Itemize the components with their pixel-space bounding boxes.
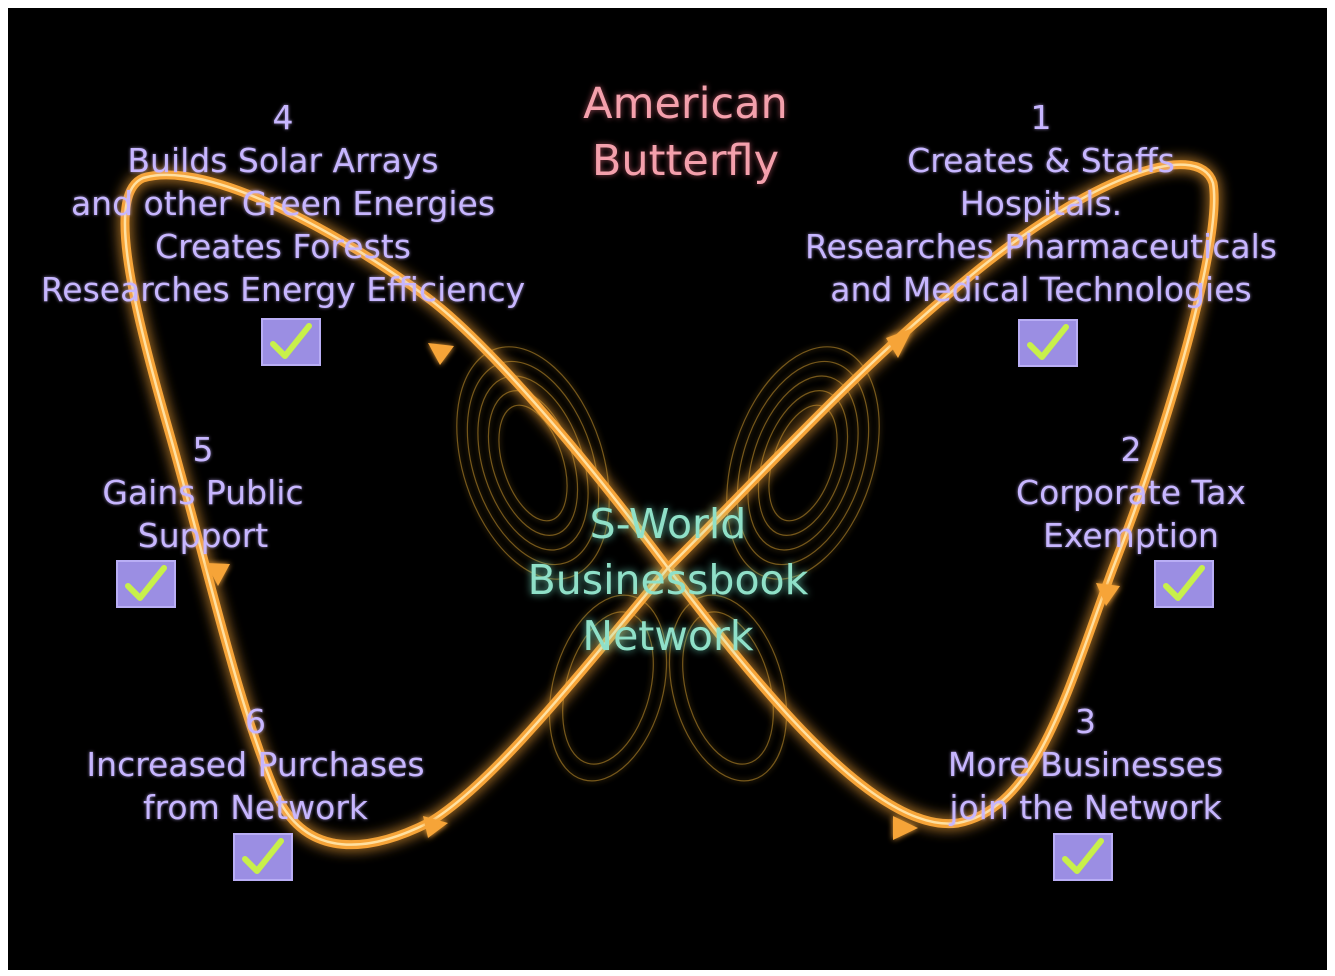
step-line: Support (137, 516, 269, 555)
title-line-1: American (583, 79, 788, 129)
step-2: 2 Corporate Tax Exemption (998, 428, 1264, 557)
step-number: 2 (1120, 430, 1142, 469)
step-line: Exemption (1043, 516, 1219, 555)
checkbox (116, 560, 176, 608)
checkmark-icon (125, 565, 167, 601)
step-1: 1 Creates & Staffs Hospitals. Researches… (783, 96, 1299, 311)
checkmark-icon (1062, 838, 1104, 874)
center-line-1: S-World (589, 500, 747, 548)
center-line-3: Network (582, 612, 754, 660)
checkbox (261, 318, 321, 366)
step-line: join the Network (949, 788, 1222, 827)
title-line-2: Butterfly (591, 136, 780, 186)
step-number: 1 (1030, 98, 1052, 137)
step-number: 6 (245, 702, 266, 741)
step-line: More Businesses (947, 745, 1224, 784)
center-line-2: Businessbook (527, 556, 809, 604)
step-line: Creates Forests (155, 227, 411, 266)
step-6: 6 Increased Purchases from Network (63, 700, 448, 829)
checkbox (233, 833, 293, 881)
checkbox (1053, 833, 1113, 881)
step-line: Creates & Staffs (907, 141, 1175, 180)
step-number: 5 (192, 430, 214, 469)
figure-eight-loop (120, 160, 1219, 850)
step-line: Builds Solar Arrays (127, 141, 439, 180)
step-number: 3 (1075, 702, 1096, 741)
step-number: 4 (272, 98, 294, 137)
step-line: Researches Energy Efficiency (40, 270, 526, 309)
step-line: Increased Purchases (86, 745, 425, 784)
checkmark-icon (242, 838, 284, 874)
step-line: and other Green Energies (70, 184, 496, 223)
step-line: and Medical Technologies (830, 270, 1252, 309)
checkbox (1018, 319, 1078, 367)
step-5: 5 Gains Public Support (68, 428, 338, 557)
network-label: S-World Businessbook Network (488, 496, 848, 664)
step-line: Hospitals. (959, 184, 1123, 223)
checkmark-icon (270, 323, 312, 359)
checkbox (1154, 560, 1214, 608)
step-3: 3 More Businesses join the Network (928, 700, 1243, 829)
step-line: Researches Pharmaceuticals (805, 227, 1277, 266)
checkmark-icon (1163, 565, 1205, 601)
checkmark-icon (1027, 324, 1069, 360)
page-title: American Butterfly (498, 76, 873, 190)
step-line: Corporate Tax (1016, 473, 1246, 512)
step-line: from Network (142, 788, 369, 827)
step-line: Gains Public (102, 473, 304, 512)
diagram-canvas: American Butterfly 4 Builds Solar Arrays… (8, 8, 1327, 970)
arrow-icon (206, 328, 1120, 840)
step-4: 4 Builds Solar Arrays and other Green En… (28, 96, 538, 311)
